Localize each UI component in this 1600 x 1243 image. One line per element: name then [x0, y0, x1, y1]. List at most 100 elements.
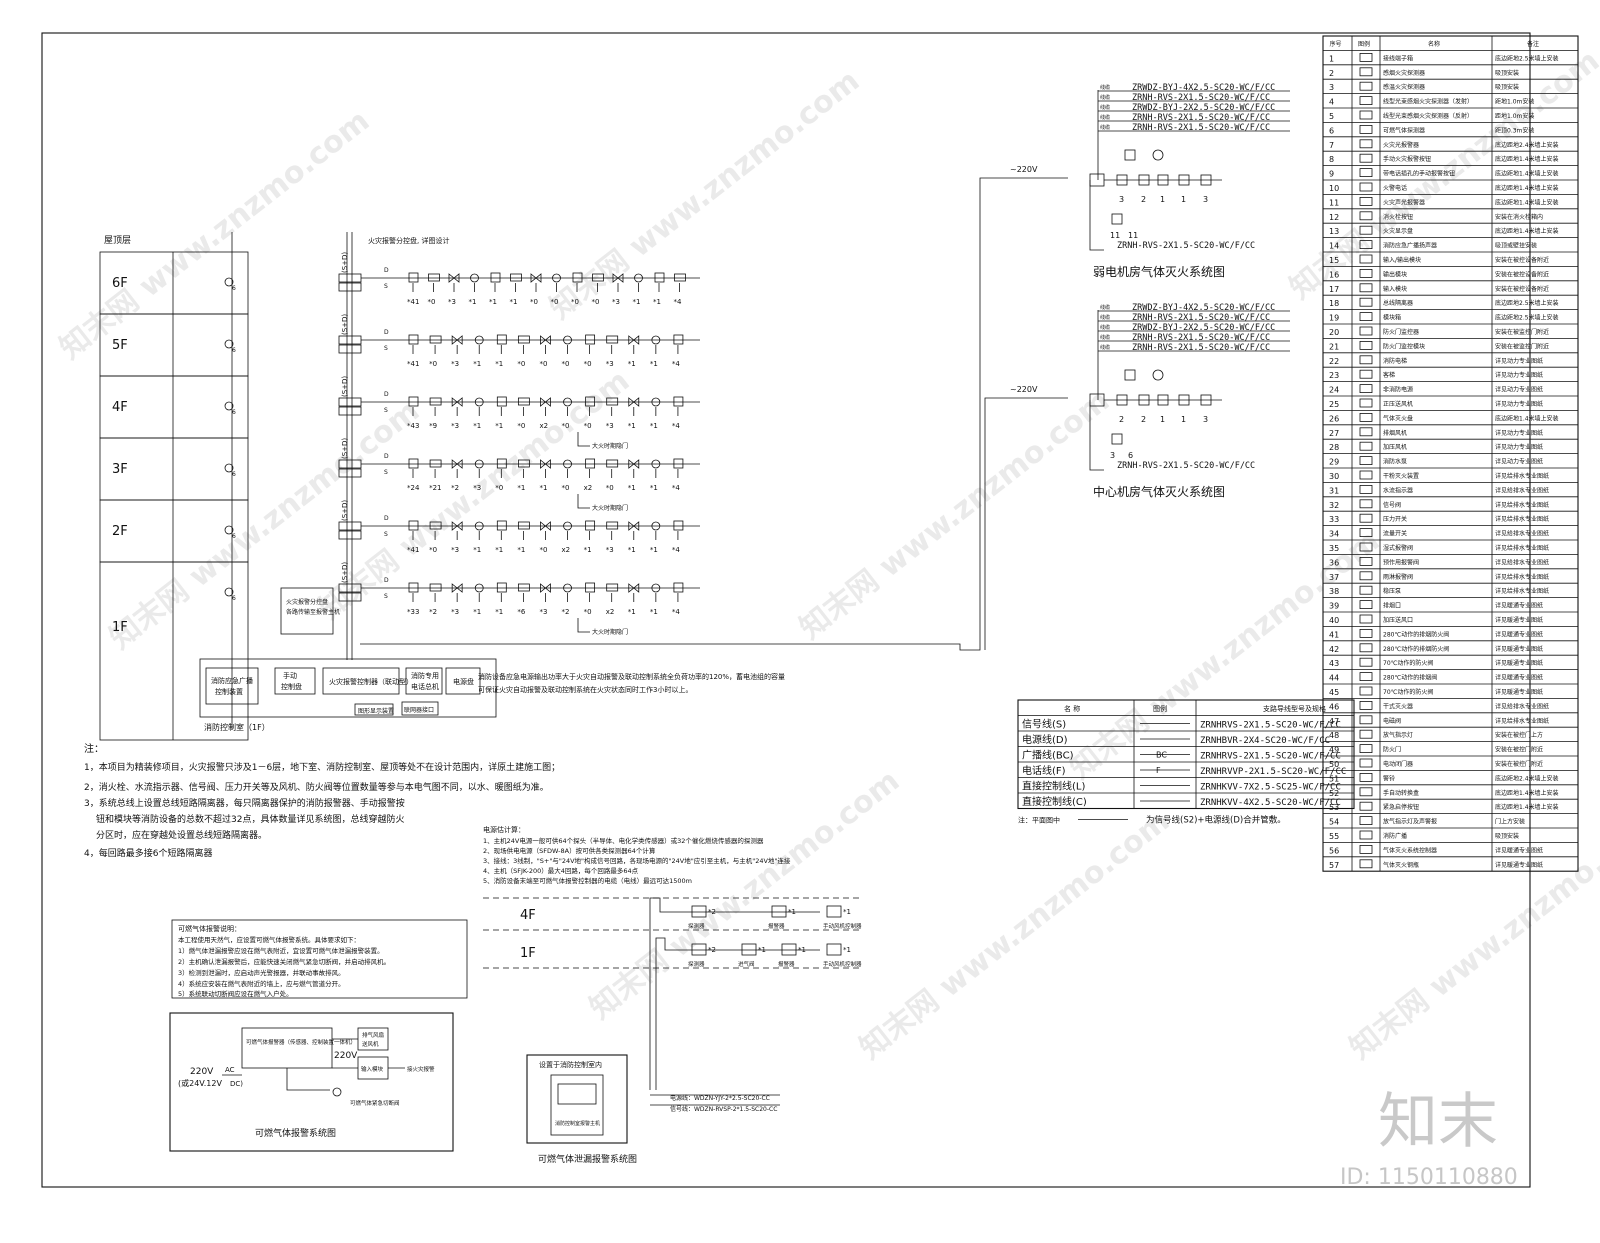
- cable-spec: ZRWDZ-BYJ-2X2.5-SC20-WC/F/CC: [1132, 103, 1275, 113]
- gas-leak-device-label: 报警器: [778, 960, 795, 968]
- image-id: ID: 1150110880: [1340, 1165, 1518, 1190]
- wire-spec: ZRNHRVS-2X1.5-SC20-WC/F/CC: [1200, 721, 1341, 731]
- legend-symbol-icon: [1359, 412, 1373, 422]
- legend-name: 70℃动作的防火阀: [1383, 688, 1433, 696]
- legend-name: 气体灭火系统控制器: [1383, 846, 1437, 854]
- wire-table-header: 名 称: [1064, 704, 1080, 713]
- valve-icon: [540, 397, 551, 407]
- floor-label: 3F: [112, 462, 128, 477]
- gas-leak-floor-4f: 4F: [520, 908, 536, 923]
- legend-symbol-icon: [1359, 211, 1373, 221]
- legend-header: 图例: [1358, 40, 1370, 48]
- legend-name: 警铃: [1383, 774, 1395, 782]
- valve-icon: [530, 273, 542, 283]
- gas-leak-device-label: 探测器: [688, 960, 705, 968]
- riser-box: [338, 521, 362, 531]
- riser-label: (S+D): [341, 252, 349, 273]
- legend-remark: 详见给排水专业图纸: [1495, 515, 1549, 523]
- legend-remark: 详见暖通专业图纸: [1495, 630, 1543, 638]
- legend-index: 12: [1329, 213, 1339, 222]
- device-count: *1: [628, 360, 636, 368]
- gas-leak-signal-line: 信号线：WDZN-RVSP-2*1.5-SC20-CC: [670, 1105, 777, 1113]
- device-count: *3: [451, 422, 459, 430]
- gas-leak-device-count: *2: [708, 946, 716, 954]
- legend-name: 消防应急广播扬声器: [1383, 242, 1437, 250]
- valve-icon: [540, 459, 551, 469]
- wire-spec: ZRNHKVV-4X2.5-SC20-WC/F/CC: [1200, 798, 1341, 808]
- device-count: *1: [628, 546, 636, 554]
- legend-remark: 底边距地1.4米墙上安装: [1495, 155, 1559, 163]
- legend-index: 13: [1329, 227, 1339, 236]
- legend-remark: 详见给排水专业图纸: [1495, 587, 1549, 595]
- gas-leak-device-count: *1: [798, 946, 806, 954]
- legend-remark: 安装在被监控门附近: [1495, 342, 1549, 350]
- legend-symbol-icon: [1359, 571, 1373, 581]
- legend-symbol-icon: [1359, 758, 1373, 768]
- gas-alarm-heading: 可燃气体报警说明：: [178, 924, 241, 933]
- bottom-cable-spec: ZRNH-RVS-2X1.5-SC20-WC/F/CC: [1117, 461, 1255, 471]
- legend-remark: 详见暖通专业图纸: [1495, 861, 1543, 869]
- cable-spec: ZRWDZ-BYJ-4X2.5-SC20-WC/F/CC: [1132, 83, 1275, 93]
- hydrant-button-icon: [224, 277, 234, 287]
- alarm-bell-icon: [1124, 369, 1136, 381]
- legend-symbol-icon: [1359, 729, 1373, 739]
- legend-index: 40: [1329, 616, 1339, 625]
- gas-device-count: 1: [1181, 415, 1186, 424]
- site-watermark: 知末网 www.znzmo.com: [53, 103, 376, 366]
- alarm-bell-icon: [1124, 149, 1136, 161]
- legend-symbol-icon: [1359, 153, 1373, 163]
- bell-icon: [470, 273, 479, 283]
- device-count: *0: [571, 298, 579, 306]
- legend-index: 32: [1329, 501, 1339, 510]
- detector-icon: [673, 396, 684, 407]
- legend-index: 48: [1329, 731, 1339, 740]
- device-count: *3: [606, 360, 614, 368]
- module-icon: [517, 397, 530, 406]
- network-interface: 联网器接口: [404, 706, 434, 714]
- device-count: *24: [407, 484, 420, 492]
- legend-symbol-icon: [1359, 67, 1373, 77]
- legend-symbol-icon: [1359, 801, 1373, 811]
- svg-text:线缆: 线缆: [1100, 344, 1110, 351]
- legend-name: 火警电话: [1383, 184, 1407, 192]
- control-room-note-2: 可保证火灾自动报警及联动控制系统在火灾状态同时工作3小时以上。: [478, 685, 692, 694]
- legend-index: 53: [1329, 803, 1339, 812]
- legend-symbol-icon: [1359, 600, 1373, 609]
- module-icon: [429, 397, 442, 406]
- module-icon: [429, 335, 442, 344]
- wire-spec: ZRNHRVVP-2X1.5-SC20-WC/F/CC: [1200, 767, 1346, 777]
- legend-index: 52: [1329, 789, 1339, 798]
- module-icon: [674, 273, 686, 282]
- legend-name: 消防广播: [1383, 832, 1407, 840]
- legend-name: 防火门监控模块: [1383, 342, 1425, 350]
- gas-device-count: 3: [1203, 195, 1208, 204]
- legend-name: 气体灭火钢瓶: [1383, 861, 1419, 869]
- legend-symbol-icon: [1359, 470, 1373, 480]
- power-calc-line-5: 5、消防设备末端至可燃气体报警控制器的电缆（电线）最远可达1500m: [483, 876, 692, 885]
- detector-icon: [408, 334, 419, 345]
- device-count: *3: [612, 298, 620, 306]
- svg-text:S: S: [384, 593, 388, 600]
- gas-leak-device-count: *1: [788, 908, 796, 916]
- device-count: *3: [448, 298, 456, 306]
- valve-icon: [451, 335, 463, 345]
- phone-host: 消防专用: [411, 671, 439, 680]
- legend-index: 28: [1329, 443, 1339, 452]
- legend-remark: 详见暖通专业图纸: [1495, 846, 1543, 854]
- gas-alarm-ac: AC: [225, 1066, 235, 1074]
- gas-leak-device-icon: [741, 943, 757, 956]
- power-calculation: 电源估计算： 1、主机24V电源一般可供64个探头（半导体、电化学类传感器）或3…: [483, 825, 791, 885]
- legend-index: 36: [1329, 558, 1339, 567]
- legend-name: 预作用报警阀: [1383, 558, 1419, 566]
- legend-name: 感温火灾探测器: [1383, 83, 1425, 91]
- legend-symbol-icon: [1359, 268, 1373, 278]
- legend-remark: 详见给排水专业图纸: [1495, 486, 1549, 494]
- gas-leak-alarm-system: 4F 1F 电源线：WDZN-YJY-2*2.5-SC20-CC 信号线：WDZ…: [483, 897, 862, 1165]
- wire-code: BC: [1156, 751, 1167, 760]
- wire-footnote-left: 注：平面图中: [1018, 816, 1060, 825]
- module-icon: [606, 583, 619, 592]
- device-count: *1: [495, 546, 503, 554]
- device-count: *1: [628, 608, 636, 616]
- bell-icon: [563, 335, 572, 345]
- legend-remark: 底边距地2.5米墙上安装: [1495, 54, 1559, 62]
